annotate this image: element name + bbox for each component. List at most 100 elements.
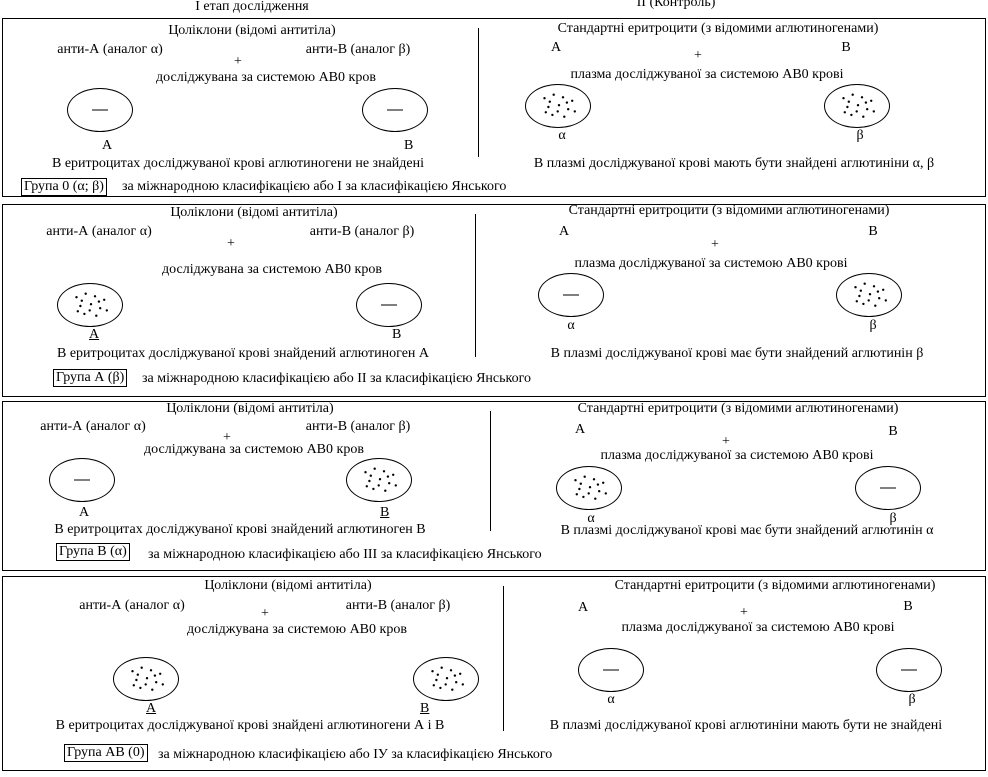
no-agglutination-dash [381, 304, 397, 306]
agglutination-dot [854, 286, 857, 289]
group-classification: за міжнародною класифікацією або І за кл… [122, 179, 507, 194]
agglutination-dot [846, 105, 849, 109]
blood-group-panel [2, 576, 986, 771]
tested-blood-label: досліджувана за системою АВ0 кров [162, 262, 382, 277]
agglutination-dot [93, 295, 97, 298]
agglutination-dot [851, 93, 854, 96]
anti-a-label: анти-А (аналог α) [79, 598, 185, 613]
agglutination-dot [79, 304, 82, 308]
stage-1-heading: І етап дослідження [195, 0, 309, 14]
right-title: Стандартні еритроцити (з відомими аглюти… [557, 21, 879, 36]
left-cell-b-label: В [420, 701, 430, 716]
agglutination-dot [95, 314, 98, 317]
agglutination-dot [561, 96, 565, 99]
left-cell-b-label: В [404, 138, 414, 153]
agglutination-dots [75, 292, 108, 317]
tested-blood-label: досліджувана за системою АВ0 кров [156, 70, 376, 85]
agglutination-dot [573, 110, 576, 113]
agglutination-dot [859, 289, 862, 292]
left-conclusion: В еритроцитах досліджуваної крові знайде… [55, 718, 445, 733]
plasma-label: плазма досліджуваної за системою АВ0 кро… [570, 67, 844, 82]
group-box: Група 0 (α; β) [21, 178, 107, 196]
agglutination-dots [131, 666, 164, 691]
right-conclusion: В плазмі досліджуваної крові має бути зн… [560, 523, 934, 538]
right-cell-a-label: α [607, 692, 615, 707]
left-title: Цоліклони (відомі антитіла) [168, 23, 336, 38]
right-conclusion: В плазмі досліджуваної крові мають бути … [533, 156, 935, 171]
left-cell-a-label: А [146, 701, 157, 716]
no-agglutination-dash [563, 294, 579, 296]
anti-a-label: анти-А (аналог α) [40, 419, 146, 434]
agglutination-dots [574, 475, 607, 500]
left-cell-b [362, 88, 428, 132]
stage-2-heading: ІІ (Контроль) [636, 0, 716, 10]
right-a-label: А [558, 224, 570, 239]
right-cell-b [824, 84, 890, 128]
agglutination-dot [105, 309, 108, 312]
agglutination-dot [139, 686, 142, 690]
left-cell-a [113, 657, 179, 701]
agglutination-dot [88, 309, 91, 312]
agglutination-dot [578, 487, 581, 491]
agglutination-dot [461, 683, 464, 686]
agglutination-dot [575, 493, 578, 496]
agglutination-dot [132, 684, 135, 687]
agglutination-dot [598, 490, 601, 493]
agglutination-dot [444, 683, 447, 686]
agglutination-dot [439, 686, 442, 690]
agglutination-dot [83, 312, 86, 316]
no-agglutination-dash [387, 109, 403, 111]
left-title: Цоліклони (відомі антитіла) [166, 401, 334, 416]
agglutination-dot [436, 673, 439, 676]
right-cell-a-label: α [558, 128, 566, 143]
agglutination-dot [364, 471, 367, 474]
anti-b-label: анти-В (аналог β) [309, 224, 415, 239]
right-a-label: А [574, 422, 586, 437]
agglutination-dot [876, 290, 880, 293]
agglutination-dot [866, 108, 869, 111]
agglutination-dot [432, 684, 435, 687]
panel-divider [503, 586, 504, 731]
agglutination-dot [377, 484, 380, 487]
agglutination-dot [860, 96, 864, 99]
plasma-label: плазма досліджуваної за системою АВ0 кро… [600, 448, 874, 463]
agglutination-dot [548, 100, 551, 103]
right-cell-a [556, 466, 622, 510]
agglutination-dot [136, 673, 139, 676]
agglutination-dot [80, 299, 83, 302]
agglutination-dot [161, 683, 164, 686]
agglutination-dots [431, 666, 464, 691]
agglutination-dot [556, 110, 559, 113]
right-conclusion: В плазмі досліджуваної крові аглютиніни … [549, 718, 943, 733]
agglutination-dots [854, 282, 887, 307]
agglutination-dot [596, 483, 600, 486]
agglutination-dot [862, 302, 865, 306]
blood-group-panel [2, 18, 986, 197]
agglutination-dot [373, 467, 376, 470]
plus-sign: + [261, 606, 269, 621]
no-agglutination-dash [74, 479, 90, 481]
plasma-label: плазма досліджуваної за системою АВ0 кро… [574, 256, 848, 271]
agglutination-dot [884, 299, 887, 302]
agglutination-dot [582, 495, 585, 499]
left-cell-a-label: А [79, 505, 90, 520]
agglutination-dot [557, 104, 561, 107]
agglutination-dot [872, 285, 876, 288]
anti-a-label: анти-А (аналог α) [57, 42, 163, 57]
agglutination-dot [435, 678, 438, 682]
left-conclusion: В еритроцитах досліджуваної крові аглюти… [51, 156, 425, 171]
agglutination-dot [369, 474, 372, 477]
agglutination-dot [868, 293, 872, 296]
right-cell-b [836, 273, 902, 317]
agglutination-dots [364, 467, 397, 492]
agglutination-dot [449, 669, 453, 672]
left-cell-b-label: В [380, 505, 390, 520]
agglutination-dot [99, 307, 102, 310]
agglutination-dot [365, 485, 368, 488]
left-title: Цоліклони (відомі антитіла) [170, 205, 338, 220]
agglutination-dot [544, 111, 547, 114]
agglutination-dot [84, 292, 87, 295]
agglutination-dot [594, 497, 597, 500]
right-conclusion: В плазмі досліджуваної крові має бути зн… [550, 346, 924, 361]
panel-divider [475, 214, 476, 357]
